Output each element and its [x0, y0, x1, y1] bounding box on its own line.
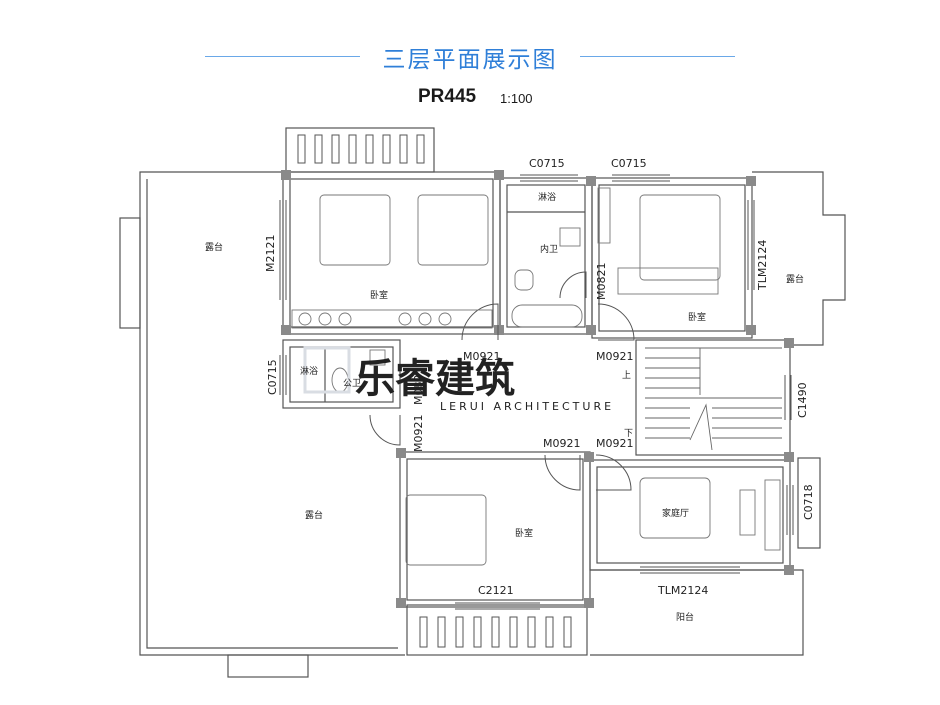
door-swings: [369, 271, 635, 491]
header: 三层平面展示图 PR445 1:100: [0, 0, 940, 110]
door-m0921-c: M0921: [412, 415, 425, 453]
room-public-bath: 公卫: [343, 378, 361, 389]
door-m0921-d: M0921: [543, 437, 581, 450]
watermark: 乐睿建筑 LERUI ARCHITECTURE: [303, 346, 614, 413]
plan-code: PR445: [418, 86, 477, 107]
room-bedroom-top: 卧室: [370, 289, 388, 301]
watermark-sub: LERUI ARCHITECTURE: [440, 400, 614, 413]
room-terrace-bottom-left: 露台: [305, 509, 323, 521]
furniture: [291, 187, 781, 566]
watermark-logo: [303, 346, 351, 394]
room-shower-top: 淋浴: [538, 191, 556, 203]
watermark-name: 乐睿建筑: [355, 356, 515, 402]
page-title: 三层平面展示图: [382, 47, 558, 73]
door-m0921-e: M0921: [596, 437, 634, 450]
window-c0715-c: C0715: [266, 359, 279, 395]
door-m0921-a: M0921: [463, 350, 501, 363]
windows: [279, 174, 794, 610]
room-bedroom-bottom: 卧室: [515, 527, 533, 539]
door-tlm2124-a: TLM2124: [756, 240, 769, 291]
room-shower-left: 淋浴: [300, 365, 318, 377]
columns: [281, 170, 794, 608]
plan-scale: 1:100: [500, 91, 533, 106]
room-family: 家庭厅: [662, 507, 689, 519]
window-c0715-a: C0715: [529, 157, 565, 170]
title-rule-left: [205, 56, 360, 57]
door-m0821-b: M0821: [412, 368, 425, 406]
door-m2121: M2121: [264, 235, 277, 273]
window-c1490: C1490: [796, 382, 809, 418]
outer-walls: [119, 127, 846, 678]
door-tlm2124-b: TLM2124: [657, 584, 708, 597]
room-balcony: 阳台: [676, 611, 694, 623]
room-inner-bath: 内卫: [540, 243, 558, 255]
room-bedroom-right: 卧室: [688, 311, 706, 323]
window-c2121: C2121: [478, 584, 514, 597]
window-c0718: C0718: [802, 484, 815, 520]
stair-down-mark: 下: [624, 429, 633, 439]
stair-up-mark: 上: [622, 370, 631, 381]
room-terrace-top-left: 露台: [205, 241, 223, 253]
window-c0715-b: C0715: [611, 157, 647, 170]
title-rule-right: [580, 56, 735, 57]
room-terrace-right: 露台: [786, 273, 804, 285]
railing-bottom: [419, 616, 572, 648]
stairs: [645, 347, 782, 451]
door-m0821-a: M0821: [595, 263, 608, 301]
railing-top: [297, 134, 425, 164]
door-m0921-b: M0921: [596, 350, 634, 363]
